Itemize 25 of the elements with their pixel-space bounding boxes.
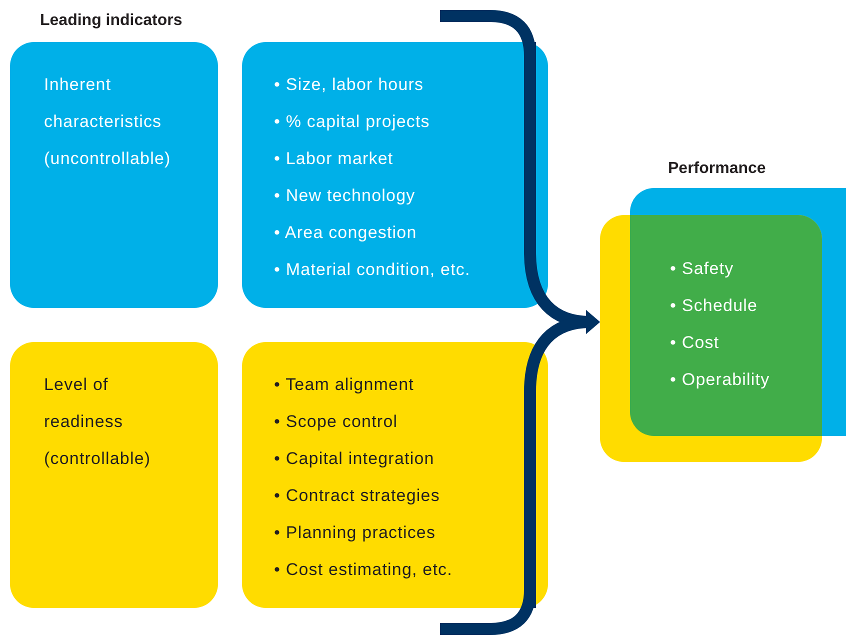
bullet-item: • Operability: [670, 369, 770, 391]
box-label: Level of readiness (controllable): [44, 374, 152, 470]
section-heading: Performance: [668, 160, 766, 178]
bullet-item: • Area congestion: [274, 222, 418, 244]
bullet-item: • Cost estimating, etc.: [274, 559, 454, 581]
overlapping-boxes: [600, 158, 846, 462]
bullet-item: • Scope control: [274, 411, 399, 433]
section-heading: Leading indicators: [40, 12, 182, 30]
bullet-item: • New technology: [274, 185, 416, 207]
indicator-box: [242, 342, 548, 608]
bullet-item: • Safety: [670, 258, 735, 280]
bullet-item: • Cost: [670, 332, 720, 354]
indicator-box: [242, 42, 548, 308]
bullet-item: • Labor market: [274, 148, 394, 170]
box-label: Inherent characteristics (uncontrollable): [44, 74, 172, 170]
bullet-item: • Schedule: [670, 295, 759, 317]
bullet-item: • Capital integration: [274, 448, 436, 470]
indicator-box: [10, 342, 218, 608]
bullet-item: • % capital projects: [274, 111, 431, 133]
bullet-item: • Planning practices: [274, 522, 437, 544]
bullet-item: • Contract strategies: [274, 485, 441, 507]
bullet-item: • Team alignment: [274, 374, 415, 396]
bullet-item: • Size, labor hours: [274, 74, 425, 96]
bullet-item: • Material condition, etc.: [274, 259, 472, 281]
indicator-box: [10, 42, 218, 308]
